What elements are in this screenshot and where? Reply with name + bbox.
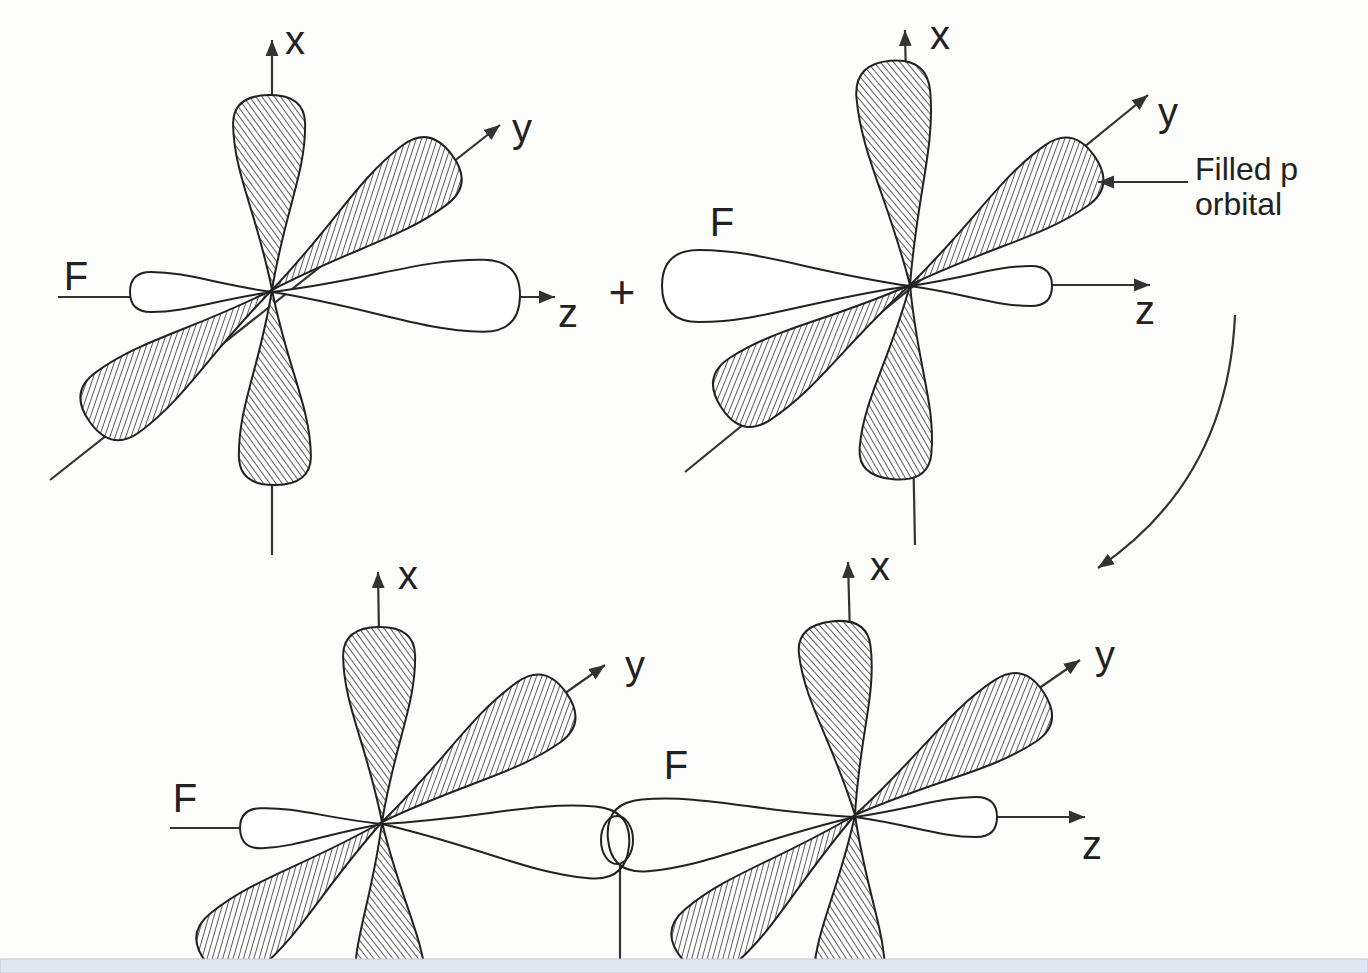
px-lobe xyxy=(233,94,308,290)
axis-label: y xyxy=(1095,633,1115,677)
pz-lobe xyxy=(271,256,520,332)
leader-arrow xyxy=(1098,181,1188,183)
callout-text: Filled p orbital xyxy=(1195,152,1360,222)
fluorine-atom xyxy=(662,58,1116,483)
py-lobe xyxy=(835,661,1064,846)
axis-label: z xyxy=(1082,823,1102,867)
py-lobe xyxy=(889,126,1116,316)
axis-label: z xyxy=(558,291,578,335)
pz-lobe xyxy=(130,272,272,312)
px-lobe xyxy=(796,617,891,819)
px-lobe xyxy=(236,289,311,485)
pz-lobe xyxy=(910,266,1052,306)
axis-label: y xyxy=(625,643,645,687)
axis-label: x xyxy=(870,544,890,588)
atom-label: F xyxy=(710,200,734,244)
bottom-strip xyxy=(0,959,1368,973)
axis-label: x xyxy=(285,18,305,62)
pz-lobe xyxy=(239,804,382,849)
axis-lines xyxy=(50,30,1150,973)
px-lobe xyxy=(343,626,418,822)
axis-label: z xyxy=(1135,288,1155,332)
pz-lobe xyxy=(855,797,997,837)
fluorine-atom xyxy=(184,626,588,973)
pz-lobe xyxy=(662,250,910,322)
pz-lobe xyxy=(379,788,632,881)
atom-label: F xyxy=(173,776,197,820)
axis-label: x xyxy=(398,553,418,597)
py-lobe xyxy=(68,260,294,452)
plus-sign: + xyxy=(609,267,636,318)
axis-label: y xyxy=(1158,90,1178,134)
process-arrow xyxy=(1098,315,1235,568)
fluorine-atom xyxy=(68,94,520,485)
overlap-region xyxy=(601,816,633,864)
axis-label: y xyxy=(512,106,532,150)
atom-label: F xyxy=(664,743,688,787)
py-lobe xyxy=(659,787,879,973)
atom-label: F xyxy=(64,254,88,298)
fluorine-atom xyxy=(659,617,1064,973)
pz-lobe xyxy=(605,781,858,874)
py-lobe xyxy=(184,793,405,973)
sigma-overlap xyxy=(379,781,858,881)
axis-label: x xyxy=(930,13,950,57)
px-lobe xyxy=(854,58,947,289)
